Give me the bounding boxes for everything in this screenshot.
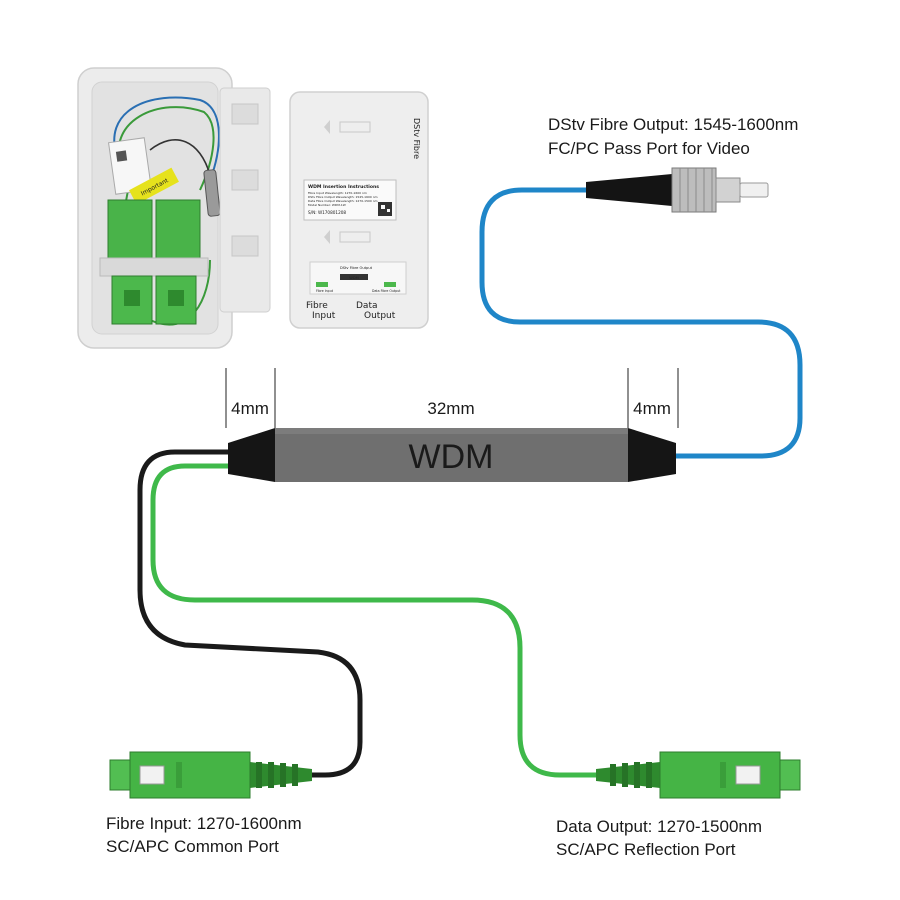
lid-diag-left: Fibre Input [316,289,334,293]
lid-spec-2: DStv Fibre Output Wavelength: 1545-1600 … [308,195,378,199]
blue-fibre [479,187,803,459]
dimension-right: 4mm [633,399,671,418]
lid-port-left-1: Fibre [306,301,328,311]
lid-diag-right: Data Fibre Output [372,289,401,293]
lid-diag-mid: WDM [349,276,358,280]
lid-title: WDM Insertion Instructions [308,184,379,190]
dimension-markers: 4mm 32mm 4mm [225,368,679,428]
lid-spec-3: Data Fibre Output Wavelength: 1270-1500 … [308,199,378,203]
fc-pc-connector [586,167,769,213]
data-label-line-1: Data Output: 1270-1500nm [556,817,762,836]
sc-apc-data-connector [596,751,801,799]
wdm-label: WDM [409,438,494,476]
lid-port-right-2: Output [364,311,396,321]
wdm-device: WDM [228,428,676,482]
lid-spec-4: Model Number: WDM-1W [308,203,346,207]
fc-label-line-1: DStv Fibre Output: 1545-1600nm [548,115,798,134]
green-fibre [150,463,599,778]
dimension-middle: 32mm [427,399,474,418]
data-label-line-2: SC/APC Reflection Port [556,840,736,859]
lid-brand-text: DStv Fibre [412,118,421,159]
black-fibre [137,449,363,778]
lid-spec-1: Fibre Input Wavelength: 1270-1600 nm [308,191,367,195]
sc-apc-input-connector [109,751,312,799]
input-label-line-2: SC/APC Common Port [106,837,279,856]
box-lid-photo: DStv Fibre WDM Insertion Instructions Fi… [289,91,429,329]
input-label-line-1: Fibre Input: 1270-1600nm [106,814,302,833]
box-base-photo: Important [77,67,271,349]
lid-serial: S/N: W170801208 [308,210,346,215]
dimension-left: 4mm [231,399,269,418]
lid-port-right-1: Data [356,301,378,311]
lid-port-left-2: Input [312,311,336,321]
lid-diag-top: DStv Fibre Output [340,266,373,270]
fc-label-line-2: FC/PC Pass Port for Video [548,139,750,158]
